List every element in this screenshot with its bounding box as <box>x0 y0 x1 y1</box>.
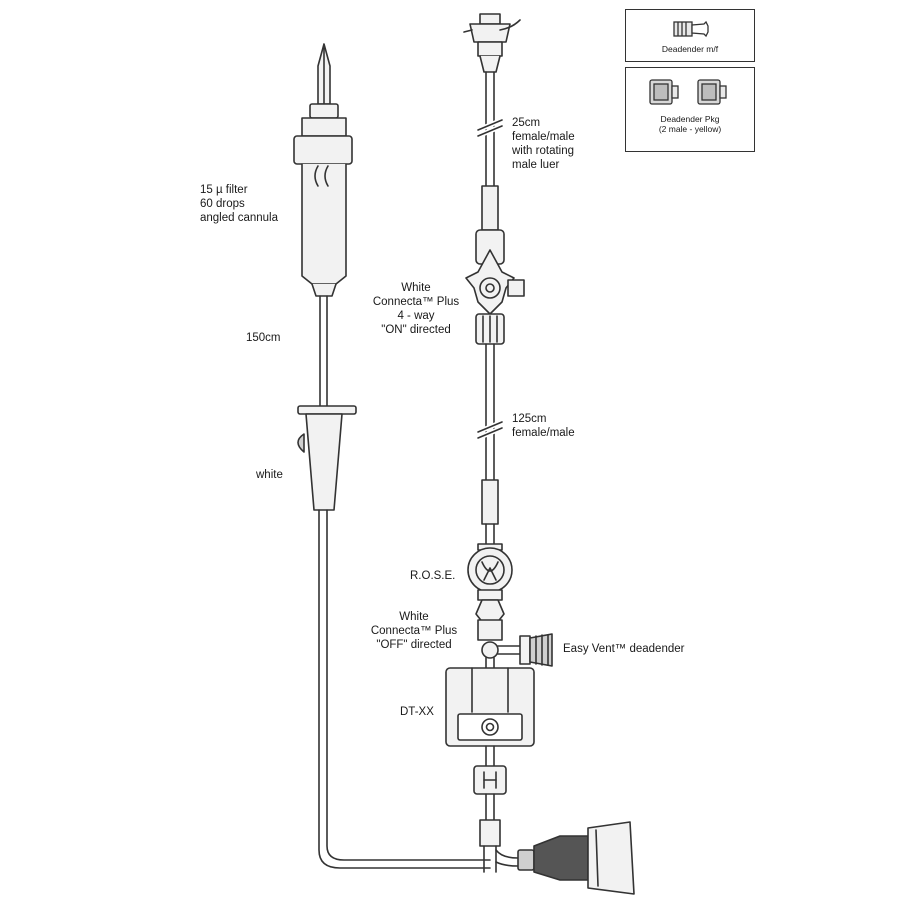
deadender-mf-icon <box>673 20 709 38</box>
label-white-clamp: white <box>256 469 283 481</box>
drip-chamber <box>293 117 353 297</box>
easy-vent-deadender <box>497 633 553 667</box>
roller-clamp <box>297 405 357 511</box>
transducer <box>445 667 535 747</box>
label-filter: 15 µ filter 60 drops angled cannula <box>200 184 279 224</box>
stopcock-4way <box>465 229 525 345</box>
tube-150cm <box>319 295 328 409</box>
tube-125cm <box>475 343 505 547</box>
label-transducer: DT-XX <box>400 706 434 718</box>
tube-25cm <box>475 71 505 231</box>
rose-device <box>467 543 513 601</box>
label-stopcock-off: White Connecta™ Plus "OFF" directed <box>370 611 458 651</box>
label-stopcock-4way: White Connecta™ Plus 4 - way "ON" direct… <box>372 282 460 336</box>
label-easy-vent: Easy Vent™ deadender <box>563 643 685 655</box>
legend-deadender-mf: Deadender m/f <box>625 9 755 62</box>
label-150cm: 150cm <box>246 332 281 344</box>
stopcock-off <box>475 599 505 669</box>
label-25cm: 25cm female/male with rotating male luer <box>512 117 575 171</box>
outflow-connector <box>495 821 635 895</box>
deadender-pkg-icon <box>649 79 727 105</box>
top-connector <box>463 13 521 73</box>
label-rose: R.O.S.E. <box>410 570 456 582</box>
label-125cm: 125cm female/male <box>512 413 575 439</box>
spike <box>309 43 339 119</box>
legend-item2-label: Deadender Pkg (2 male - yellow) <box>658 114 722 134</box>
flush-device <box>473 745 507 873</box>
legend-deadender-pkg: Deadender Pkg (2 male - yellow) <box>625 67 755 152</box>
tube-to-junction <box>318 509 491 869</box>
legend-item1-label: Deadender m/f <box>661 44 719 54</box>
